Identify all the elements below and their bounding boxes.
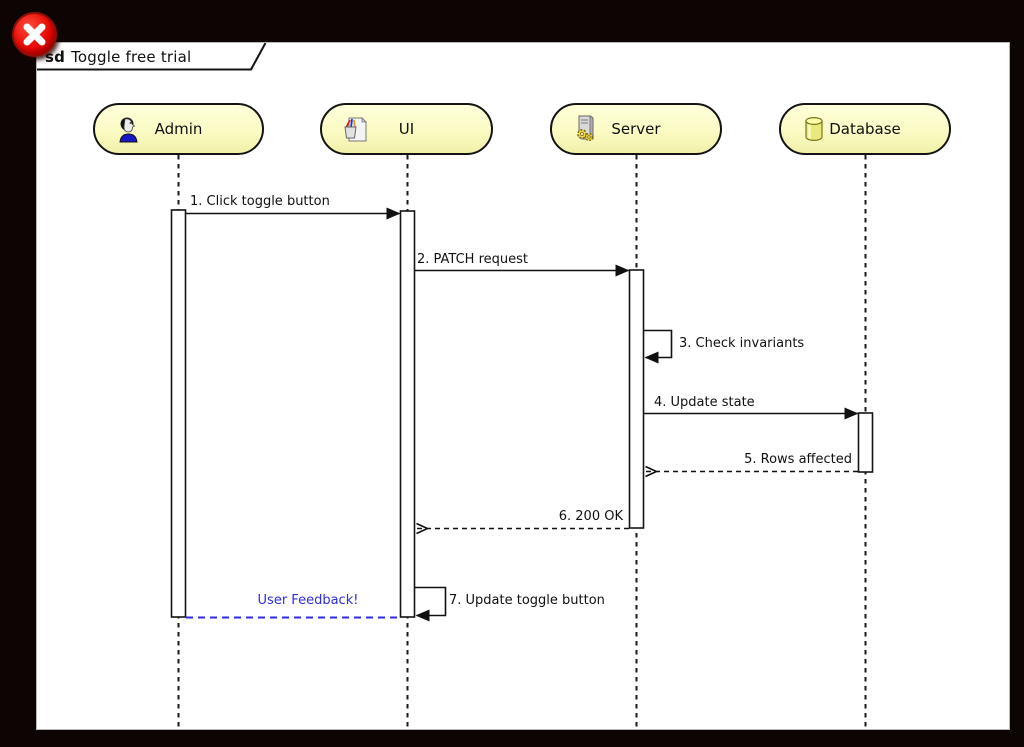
message-label-1: 1. Click toggle button xyxy=(190,194,330,209)
arrow-message-3-self xyxy=(644,329,673,364)
sequence-diagram-lines: Server (dashed return) --> UI (dashed re… xyxy=(37,43,874,729)
actor-label: UI xyxy=(398,120,415,138)
activation-admin xyxy=(170,209,187,618)
message-label-2: 2. PATCH request xyxy=(417,252,529,267)
message-label-4: 4. Update state xyxy=(654,395,755,410)
note-label: User Feedback! xyxy=(257,593,359,608)
diagram-canvas: Server (dashed return) --> UI (dashed re… xyxy=(36,42,1010,730)
close-icon xyxy=(23,23,46,46)
actor-database: Database xyxy=(779,103,951,155)
close-button[interactable] xyxy=(12,12,57,57)
frame-name: Toggle free trial xyxy=(71,48,192,66)
actor-server: Server xyxy=(550,103,722,155)
message-label-3: 3. Check invariants xyxy=(679,336,805,351)
message-label-5: 5. Rows affected xyxy=(744,452,852,467)
document-pens-icon xyxy=(342,115,368,143)
message-label-6: 6. 200 OK xyxy=(558,509,623,524)
frame-tab-border xyxy=(37,43,267,71)
activation-server xyxy=(628,269,645,529)
frame-keyword: sd xyxy=(45,48,66,66)
actor-label: Admin xyxy=(154,120,203,138)
message-label-7: 7. Update toggle button xyxy=(449,593,605,608)
frame-tab xyxy=(37,43,265,70)
arrow-message-7-self xyxy=(415,586,447,622)
actor-ui: UI xyxy=(320,103,493,155)
actor-label: Server xyxy=(611,120,661,138)
database-cylinder-icon xyxy=(801,115,827,143)
server-gears-icon xyxy=(572,115,598,143)
activation-ui xyxy=(399,210,416,618)
actor-admin: Admin xyxy=(93,103,264,155)
actor-label: Database xyxy=(829,120,901,138)
activation-database xyxy=(857,412,874,473)
frame-title: sd Toggle free trial xyxy=(45,48,191,66)
person-icon xyxy=(115,115,141,143)
